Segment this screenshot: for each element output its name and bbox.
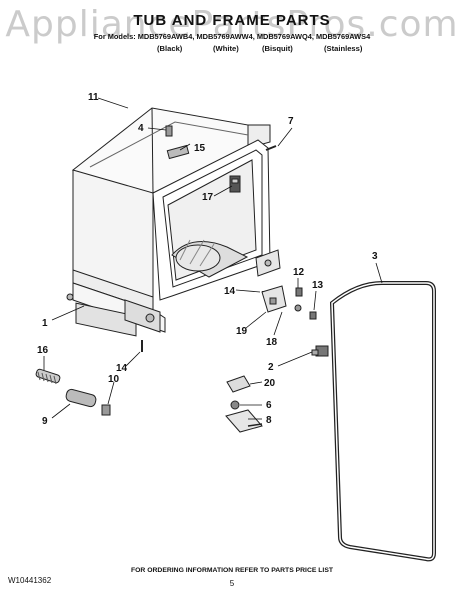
page-number: 5: [229, 579, 235, 588]
callout-3: 3: [372, 251, 378, 262]
callout-8: 8: [266, 415, 272, 426]
callout-12: 12: [293, 267, 305, 278]
callout-15: 15: [194, 143, 206, 154]
color-stainless: (Stainless): [324, 44, 363, 53]
tub-assembly: [66, 107, 281, 337]
door-gasket: [329, 281, 436, 562]
bracket-17: [229, 175, 241, 193]
part-10: [101, 404, 111, 416]
callout-9: 9: [42, 416, 48, 427]
callout-14-right: 14: [224, 286, 236, 297]
callout-13: 13: [312, 280, 324, 291]
color-black: (Black): [157, 44, 183, 53]
doc-number: W10441362: [8, 576, 52, 585]
callout-1: 1: [42, 318, 48, 329]
leveling-bracket: [261, 285, 287, 313]
plate-20: [226, 375, 251, 393]
clip-2: [311, 345, 329, 357]
bracket-6-8: [225, 400, 263, 433]
callout-6: 6: [266, 400, 272, 411]
callout-labels: 11 4 15 7 17 3 12 13 14 1 19 18 16 2 20 …: [37, 92, 378, 427]
callout-18: 18: [266, 337, 278, 348]
callout-20: 20: [264, 378, 276, 389]
callout-4: 4: [138, 123, 144, 134]
pad-9: [65, 388, 97, 408]
top-clip: [165, 125, 190, 160]
spring-16: [35, 368, 61, 385]
callout-19: 19: [236, 326, 248, 337]
color-bisquit: (Bisquit): [262, 44, 293, 53]
callout-14-left: 14: [116, 363, 128, 374]
callout-10: 10: [108, 374, 120, 385]
leader-lines: [43, 97, 383, 420]
callout-16: 16: [37, 345, 49, 356]
callout-11: 11: [88, 92, 99, 103]
model-list: For Models: MDB5769AWB4, MDB5769AWW4, MD…: [93, 32, 371, 41]
fasteners-12-13: [294, 287, 317, 320]
callout-2: 2: [268, 362, 274, 373]
color-white: (White): [213, 44, 239, 53]
page-title: TUB AND FRAME PARTS: [133, 12, 331, 29]
ordering-info: FOR ORDERING INFORMATION REFER TO PARTS …: [130, 567, 334, 574]
callout-17: 17: [202, 192, 214, 203]
callout-7: 7: [288, 116, 294, 127]
